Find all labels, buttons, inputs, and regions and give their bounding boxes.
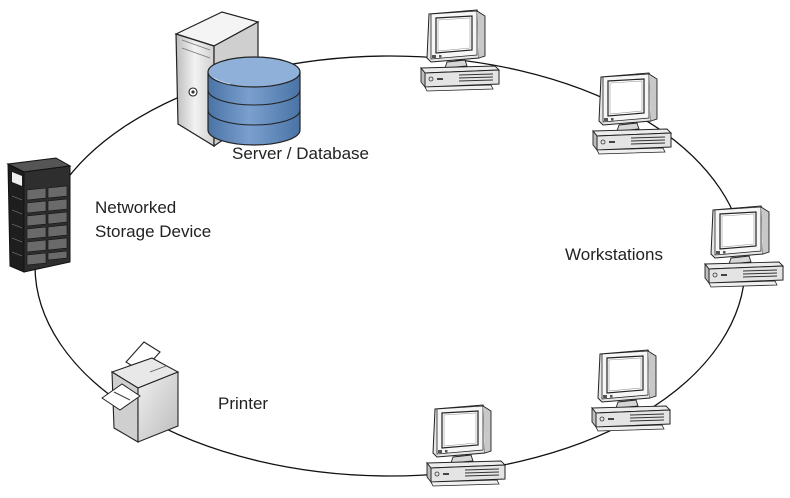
workstation-icon [591,349,671,432]
storage-rack-icon [6,157,72,273]
workstations-label: Workstations [565,245,663,264]
workstation-icon [420,9,500,92]
printer-label: Printer [218,394,269,413]
database-icon [207,56,301,146]
workstation-icon [704,205,784,288]
server-database-label: Server / Database [232,144,370,163]
workstation-icon [592,72,672,155]
workstation-icon [426,404,506,487]
storage-label-line1: Networked [95,198,177,217]
storage-label-line2: Storage Device [95,222,212,241]
printer-icon [101,341,180,443]
